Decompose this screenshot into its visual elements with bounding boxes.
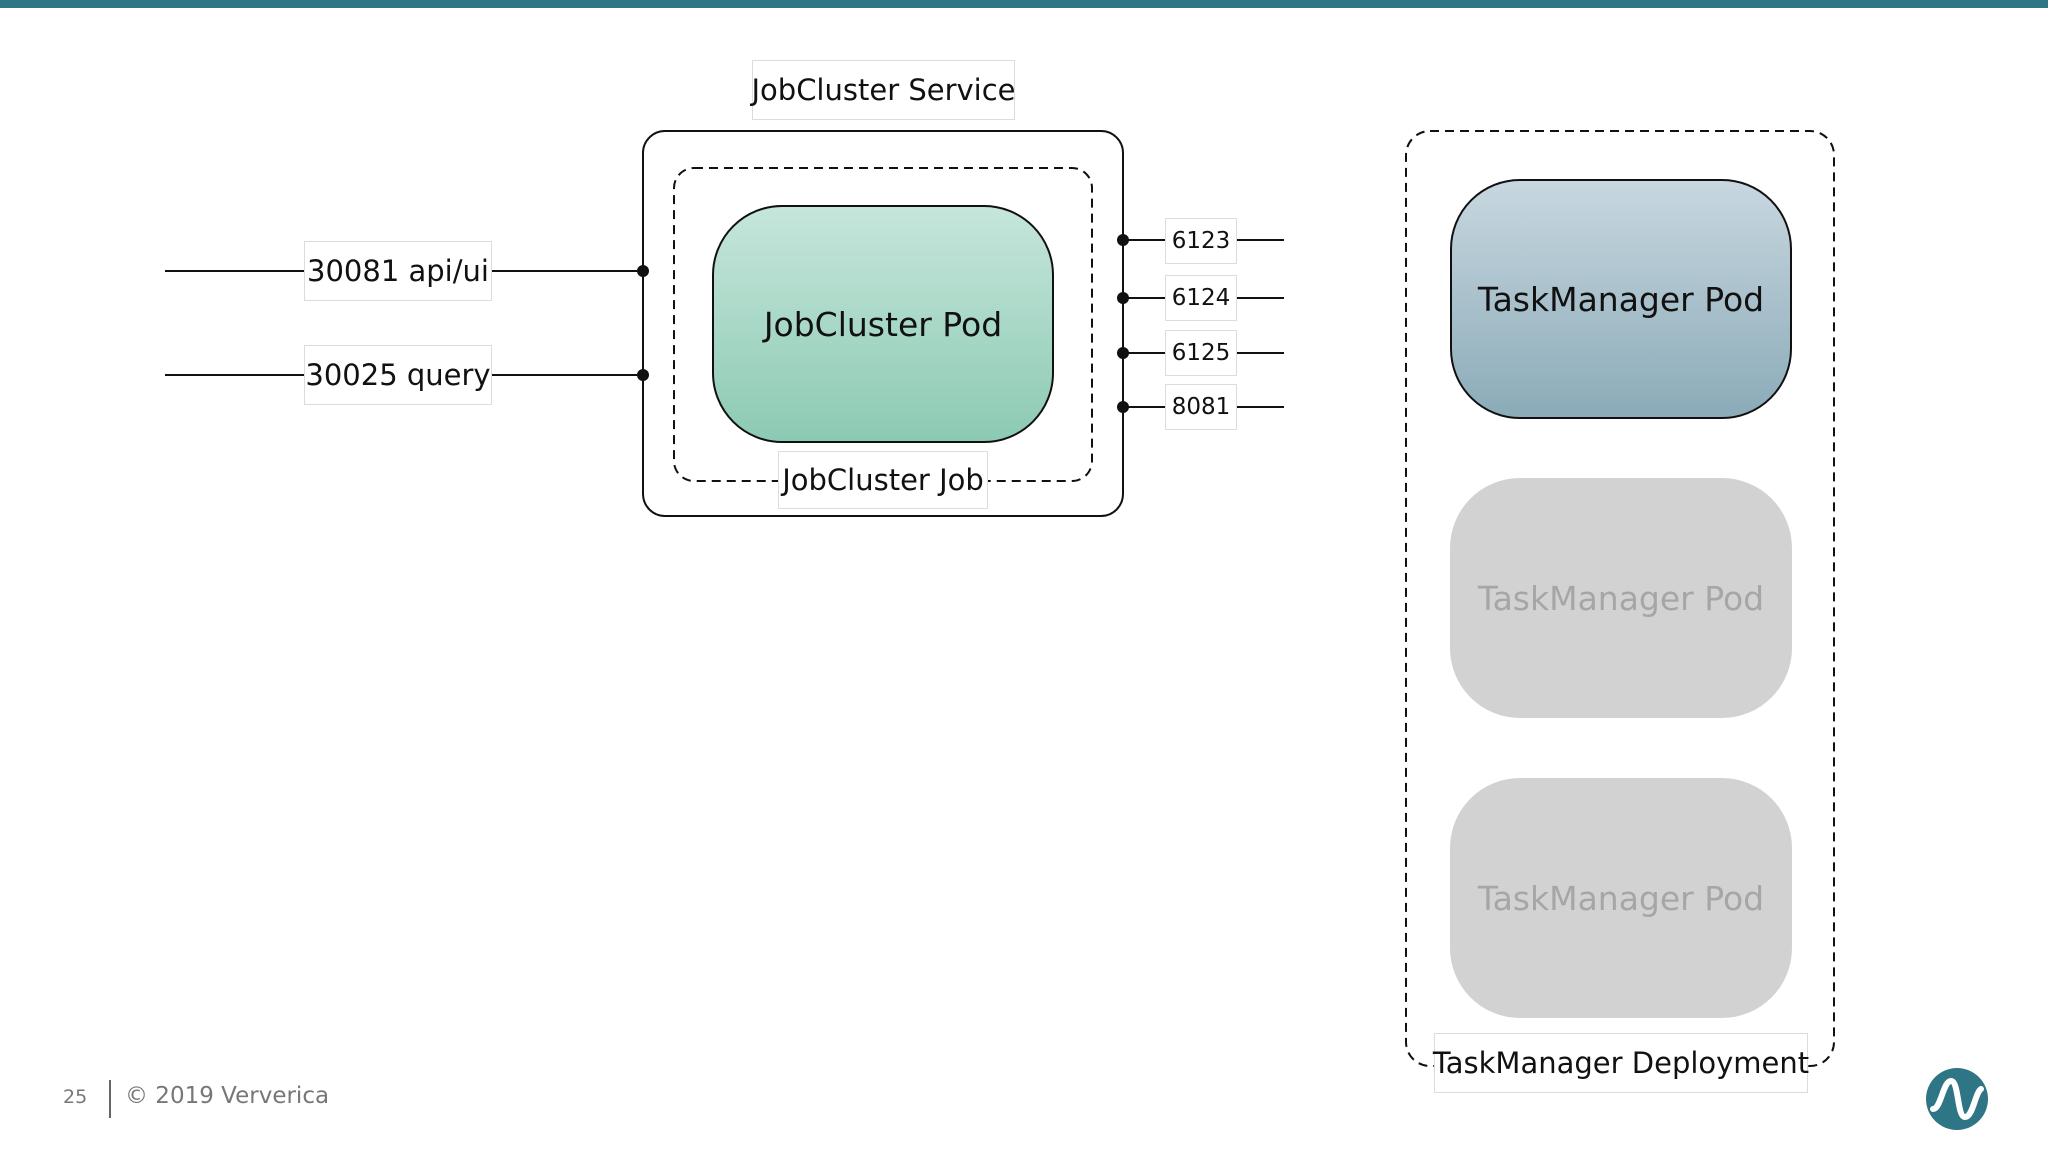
cluster-port-label-6125: 6125 [1165, 330, 1237, 376]
jobcluster-pod-label: JobCluster Pod [763, 304, 1003, 344]
service-label: JobCluster Service [751, 60, 1016, 120]
jobcluster-pod: JobCluster Pod [712, 205, 1054, 443]
taskmanager-pod-faded: TaskManager Pod [1450, 778, 1792, 1018]
footer-divider [109, 1080, 111, 1118]
taskmanager-pod-active: TaskManager Pod [1450, 179, 1792, 419]
cluster-port-label-6123: 6123 [1165, 218, 1237, 264]
taskmanager-pod-label: TaskManager Pod [1477, 578, 1765, 618]
node-port-label-query: 30025 query [304, 345, 492, 405]
copyright: © 2019 Ververica [125, 1083, 330, 1109]
cluster-port-dot-2 [1117, 292, 1129, 304]
cluster-port-dot-4 [1117, 401, 1129, 413]
cluster-port-label-6124: 6124 [1165, 275, 1237, 321]
node-port-dot-2 [637, 369, 649, 381]
taskmanager-pod-label: TaskManager Pod [1477, 878, 1765, 918]
job-label: JobCluster Job [778, 451, 988, 509]
taskmanager-pod-label: TaskManager Pod [1477, 279, 1765, 319]
top-accent-bar [0, 0, 2048, 8]
node-port-dot-1 [637, 265, 649, 277]
cluster-port-label-8081: 8081 [1165, 384, 1237, 430]
node-port-label-api: 30081 api/ui [304, 241, 492, 301]
deployment-label: TaskManager Deployment [1433, 1033, 1809, 1093]
ververica-logo-icon [1926, 1068, 1988, 1130]
cluster-port-dot-1 [1117, 234, 1129, 246]
jobcluster-service-box [642, 130, 1124, 517]
cluster-port-dot-3 [1117, 347, 1129, 359]
page-number: 25 [63, 1086, 88, 1108]
taskmanager-pod-faded: TaskManager Pod [1450, 478, 1792, 718]
